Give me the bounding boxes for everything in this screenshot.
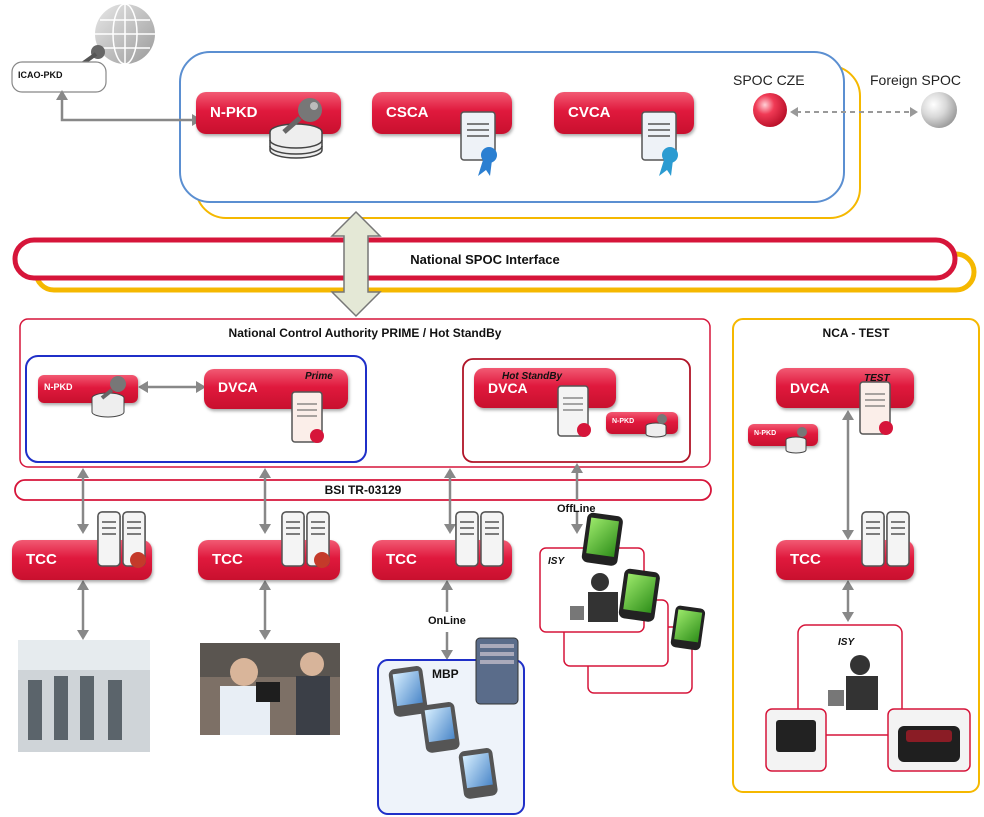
isy-label: ISY xyxy=(548,556,565,567)
csca-box[interactable]: CSCA xyxy=(372,92,512,134)
test-tag: TEST xyxy=(864,373,890,384)
spoc-cze-label: SPOC CZE xyxy=(733,72,805,88)
icao-pkd-label: ICAO-PKD xyxy=(18,70,63,80)
key-icon xyxy=(80,45,105,66)
n-pkd-box[interactable]: N-PKD xyxy=(196,92,341,134)
tcc-label-2: TCC xyxy=(212,551,243,568)
hot-npkd-label: N-PKD xyxy=(612,418,635,425)
bsi-label: BSI TR-03129 xyxy=(324,483,402,497)
dvca-hot-box[interactable]: DVCA xyxy=(474,368,616,408)
tcc-box-3[interactable]: TCC xyxy=(372,540,512,580)
tcc-box-1[interactable]: TCC xyxy=(12,540,152,580)
mbp-label: MBP xyxy=(432,667,459,681)
test-tcc-label: TCC xyxy=(790,551,821,568)
foreign-spoc-label: Foreign SPOC xyxy=(870,72,962,88)
test-isy-label: ISY xyxy=(838,637,855,648)
cvca-label: CVCA xyxy=(568,104,611,121)
nca-npkd-box[interactable]: N-PKD xyxy=(38,375,138,403)
dvca-hot-label: DVCA xyxy=(488,380,528,396)
isy-stack xyxy=(539,547,693,694)
mbp-devices xyxy=(388,637,519,799)
test-tcc-box[interactable]: TCC xyxy=(776,540,914,580)
dvca-prime-box[interactable]: DVCA xyxy=(204,369,348,409)
n-pkd-label: N-PKD xyxy=(210,104,258,121)
nca-title: National Control Authority PRIME / Hot S… xyxy=(228,326,502,340)
cvca-box[interactable]: CVCA xyxy=(554,92,694,134)
dvca-prime-label: DVCA xyxy=(218,379,258,395)
test-npkd-box[interactable]: N-PKD xyxy=(748,424,818,446)
hot-standby-tag: Hot StandBy xyxy=(502,371,562,382)
nca-npkd-label: N-PKD xyxy=(44,382,73,392)
tablet-icons xyxy=(581,512,706,651)
tcc-box-2[interactable]: TCC xyxy=(198,540,340,580)
national-spoc-interface-label: National SPOC Interface xyxy=(410,252,560,267)
tcc-label-3: TCC xyxy=(386,551,417,568)
egate-photo xyxy=(18,640,150,752)
offline-label: OffLine xyxy=(557,503,596,515)
test-npkd-label: N-PKD xyxy=(754,430,777,437)
test-dvca-box[interactable]: DVCA xyxy=(776,368,914,408)
nca-test-title: NCA - TEST xyxy=(822,326,890,340)
test-dvca-label: DVCA xyxy=(790,380,830,396)
hot-npkd-box[interactable]: N-PKD xyxy=(606,412,678,434)
online-label: OnLine xyxy=(428,615,466,627)
prime-tag: Prime xyxy=(305,371,333,382)
tcc-label-1: TCC xyxy=(26,551,57,568)
border-control-photo xyxy=(200,643,340,735)
globe-icon xyxy=(95,3,155,65)
csca-label: CSCA xyxy=(386,104,429,121)
